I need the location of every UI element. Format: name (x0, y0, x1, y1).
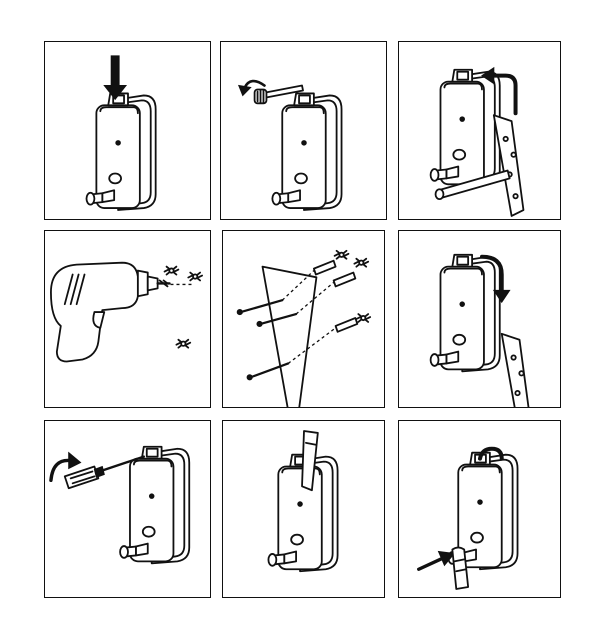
step-5-panel (222, 230, 385, 408)
wall-marks-icon (163, 265, 203, 349)
dispenser-icon (119, 445, 191, 565)
bracket-icon (500, 332, 533, 407)
screwdriver-icon (65, 457, 144, 489)
dispenser-icon (429, 68, 501, 188)
step-5-illustration (223, 249, 372, 407)
step-4-panel (44, 230, 211, 408)
key-icon (255, 86, 303, 104)
arrow-icon (419, 551, 455, 569)
dispenser-icon (85, 92, 157, 211)
step-3-panel (398, 41, 561, 220)
rotate-arrow-icon (51, 453, 81, 481)
step-3-illustration (429, 42, 525, 217)
wall-plug-icon (282, 249, 372, 364)
dispenser-icon (271, 92, 343, 211)
down-arrow-icon (104, 56, 126, 99)
bracket-icon (263, 267, 317, 407)
drill-icon (51, 263, 170, 362)
step-7-illustration (45, 445, 191, 565)
dispenser-icon (429, 253, 501, 373)
screw-icon (237, 300, 296, 380)
rod-icon (436, 171, 510, 200)
step-8-panel (222, 420, 385, 598)
fill-bottle-icon (302, 431, 318, 490)
rotate-arrow-icon (239, 81, 265, 95)
step-4-illustration (45, 231, 203, 407)
arrow-icon (482, 68, 516, 113)
step-9-panel (398, 420, 561, 598)
step-8-illustration (267, 421, 339, 573)
step-1-illustration (85, 42, 157, 211)
step-2-panel (220, 41, 387, 220)
step-1-panel (44, 41, 211, 220)
step-2-illustration (221, 42, 343, 211)
step-7-panel (44, 420, 211, 598)
hand-icon (452, 548, 468, 589)
step-9-illustration (399, 421, 519, 597)
step-6-illustration (429, 253, 533, 407)
step-6-panel (398, 230, 561, 408)
handle-icon (480, 449, 502, 459)
down-arrow-icon (482, 257, 510, 302)
